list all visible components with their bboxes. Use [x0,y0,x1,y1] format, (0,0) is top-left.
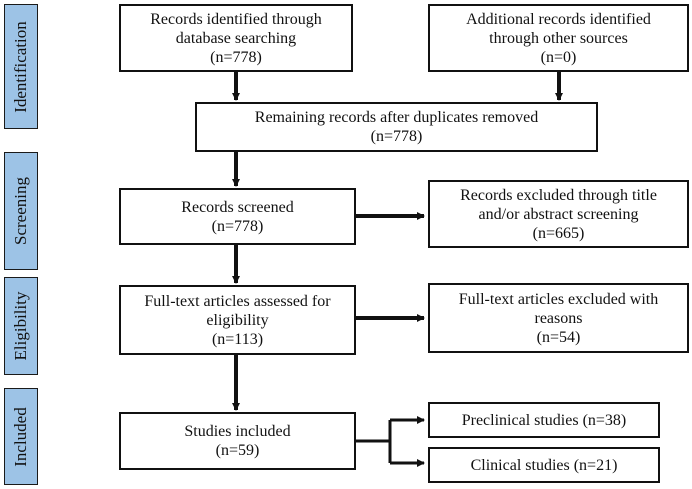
box-records-screened: Records screened (n=778) [119,188,356,245]
stage-identification: Identification [4,4,38,129]
box-deduplicated: Remaining records after duplicates remov… [195,102,598,152]
deduplicated-line1: Remaining records after duplicates remov… [254,109,539,126]
db-search-count: (n=778) [210,48,262,66]
db-search-line2: database searching [175,29,297,47]
other-sources-count: (n=0) [540,48,577,66]
stage-eligibility: Eligibility [4,277,38,375]
fulltext-excluded-line1: Full-text articles excluded with [458,290,659,308]
fulltext-excluded-count: (n=54) [536,328,581,346]
fulltext-assessed-line1: Full-text articles assessed for [144,292,331,310]
box-clinical: Clinical studies (n=21) [428,447,660,483]
other-sources-line2: through other sources [489,29,628,47]
stage-screening: Screening [4,152,38,270]
box-database-search: Records identified through database sear… [119,4,353,72]
stage-included: Included [4,388,38,485]
included-count: (n=59) [215,442,260,459]
box-studies-included: Studies included (n=59) [119,412,356,470]
clinical-label: Clinical studies (n=21) [470,456,618,474]
preclinical-label: Preclinical studies (n=38) [461,411,627,429]
screened-line1: Records screened [181,198,294,216]
excluded-screening-count: (n=665) [532,224,585,242]
box-preclinical: Preclinical studies (n=38) [428,402,660,438]
deduplicated-count: (n=778) [370,128,423,145]
fulltext-assessed-line2: eligibility [206,311,269,329]
db-search-line1: Records identified through [150,10,322,28]
box-fulltext-assessed: Full-text articles assessed for eligibil… [119,285,356,355]
included-line1: Studies included [184,423,291,440]
screened-count: (n=778) [211,217,264,235]
other-sources-line1: Additional records identified [466,10,651,28]
box-excluded-screening: Records excluded through title and/or ab… [428,180,689,248]
excluded-screening-line1: Records excluded through title [460,186,657,204]
box-fulltext-excluded: Full-text articles excluded with reasons… [428,283,689,353]
fulltext-assessed-count: (n=113) [211,330,264,348]
excluded-screening-line2: and/or abstract screening [478,205,639,223]
box-other-sources: Additional records identified through ot… [428,4,689,72]
fulltext-excluded-line2: reasons [534,309,583,327]
